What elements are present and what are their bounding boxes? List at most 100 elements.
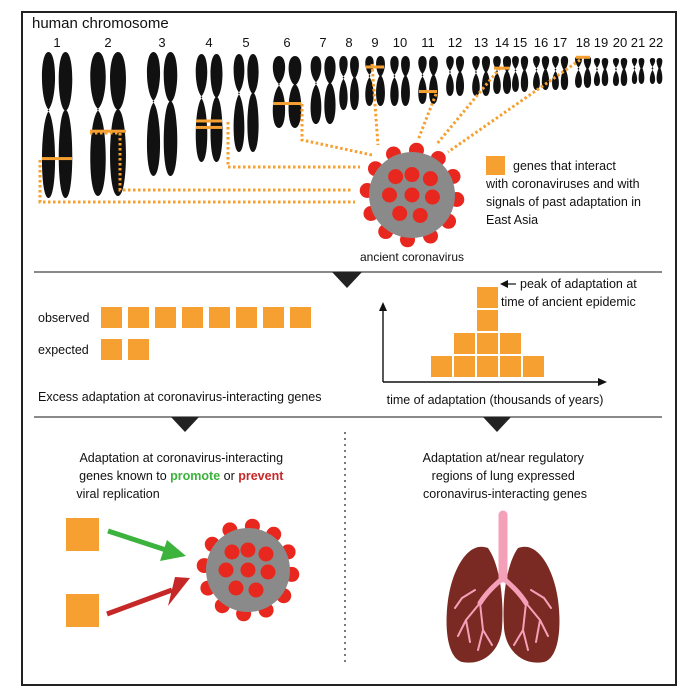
chromosome-number-20: 20 bbox=[613, 35, 627, 50]
expected-squares bbox=[101, 339, 149, 360]
prevent-gene-square bbox=[66, 594, 99, 627]
chromosome-number-1: 1 bbox=[53, 35, 60, 50]
chromosome-number-12: 12 bbox=[448, 35, 462, 50]
promote-arrowhead bbox=[160, 540, 186, 561]
gene-band-11 bbox=[419, 90, 437, 94]
chromosome-number-18: 18 bbox=[576, 35, 590, 50]
observed-square bbox=[128, 307, 149, 328]
gene-connector-lines bbox=[38, 58, 581, 204]
peak-arrowhead bbox=[500, 280, 508, 288]
bottom-left-title: Adaptation at coronavirus-interacting ge… bbox=[76, 451, 287, 501]
observed-square bbox=[155, 307, 176, 328]
observed-square bbox=[101, 307, 122, 328]
chromosome-number-3: 3 bbox=[158, 35, 165, 50]
hist-y-arrowhead bbox=[379, 302, 387, 311]
chromosome-number-7: 7 bbox=[319, 35, 326, 50]
chromosome-number-13: 13 bbox=[474, 35, 488, 50]
peak-line-2: time of ancient epidemic bbox=[501, 295, 636, 309]
chromosome-16 bbox=[533, 56, 550, 90]
coronavirus-bottom bbox=[196, 518, 300, 622]
ancient-coronavirus bbox=[359, 142, 465, 248]
gene-band-14 bbox=[494, 66, 510, 70]
lungs-illustration bbox=[446, 510, 560, 663]
promote-gene-square bbox=[66, 518, 99, 551]
connector-1 bbox=[38, 160, 355, 204]
prevent-arrow-line bbox=[106, 587, 173, 617]
chromosome-5 bbox=[233, 54, 259, 152]
observed-square bbox=[209, 307, 230, 328]
virus-dot bbox=[260, 564, 276, 580]
gene-band-2 bbox=[90, 129, 126, 133]
chromosome-20 bbox=[612, 58, 628, 86]
chromosome-4 bbox=[195, 54, 223, 162]
histogram-box bbox=[454, 333, 475, 354]
histogram-box bbox=[477, 310, 498, 331]
chromosome-number-6: 6 bbox=[283, 35, 290, 50]
connector-4 bbox=[300, 104, 373, 157]
histogram-box bbox=[477, 356, 498, 377]
virus-dot bbox=[224, 544, 240, 560]
prevent-arrowhead bbox=[168, 577, 190, 606]
virus-dot bbox=[424, 189, 440, 205]
virus-dot bbox=[412, 207, 428, 223]
br-line-2: regions of lung expressed bbox=[432, 469, 575, 483]
bl-line-3: viral replication bbox=[76, 487, 159, 501]
chromosome-number-17: 17 bbox=[553, 35, 567, 50]
top-title: human chromosome bbox=[32, 15, 169, 32]
or-word: or bbox=[220, 469, 238, 483]
chromosome-number-5: 5 bbox=[242, 35, 249, 50]
adaptation-histogram bbox=[431, 287, 544, 377]
peak-annotation: peak of adaptation at time of ancient ep… bbox=[501, 277, 640, 309]
chromosome-13 bbox=[472, 56, 491, 96]
histogram-box bbox=[454, 356, 475, 377]
chromosome-17 bbox=[552, 56, 569, 90]
virus-dot bbox=[258, 546, 274, 562]
connector-6 bbox=[416, 93, 438, 141]
bottom-right-title: Adaptation at/near regulatory regions of… bbox=[423, 451, 588, 501]
connector-8 bbox=[447, 58, 581, 154]
virus-dot bbox=[218, 562, 234, 578]
observed-square bbox=[263, 307, 284, 328]
excess-caption: Excess adaptation at coronavirus-interac… bbox=[38, 390, 322, 404]
chromosome-14 bbox=[493, 56, 512, 94]
connector-3 bbox=[226, 122, 360, 169]
chromosome-7 bbox=[310, 56, 336, 124]
legend-line-4: East Asia bbox=[486, 213, 538, 227]
legend-line-2: with coronaviruses and with bbox=[485, 177, 640, 191]
legend-text: genes that interact with coronaviruses a… bbox=[485, 159, 644, 227]
prevent-word: prevent bbox=[238, 469, 284, 483]
airway-tree bbox=[454, 510, 552, 651]
virus-label: ancient coronavirus bbox=[360, 250, 464, 264]
chromosome-number-14: 14 bbox=[495, 35, 509, 50]
virus-dot bbox=[248, 582, 264, 598]
virus-dot bbox=[240, 562, 256, 578]
legend-line-3: signals of past adaptation in bbox=[486, 195, 641, 209]
chromosome-number-10: 10 bbox=[393, 35, 407, 50]
legend-orange-square bbox=[486, 156, 505, 175]
histogram-box bbox=[500, 356, 521, 377]
gene-band-4-b bbox=[196, 125, 222, 129]
virus-dot bbox=[404, 187, 420, 203]
chromosome-number-9: 9 bbox=[371, 35, 378, 50]
left-bronchus bbox=[477, 575, 506, 606]
connector-5 bbox=[370, 63, 380, 146]
virus-dot bbox=[388, 169, 404, 185]
chromosome-number-15: 15 bbox=[513, 35, 527, 50]
chromosome-10 bbox=[390, 56, 410, 106]
chromosome-number-19: 19 bbox=[594, 35, 608, 50]
gene-band-4 bbox=[196, 119, 222, 123]
expected-square bbox=[101, 339, 122, 360]
chromosome-18 bbox=[575, 55, 592, 88]
chromosome-15 bbox=[512, 56, 529, 92]
chromosome-2 bbox=[90, 52, 126, 196]
connector-7 bbox=[434, 67, 502, 146]
histogram-box bbox=[477, 287, 498, 308]
chromosome-22 bbox=[649, 58, 663, 84]
chromosome-number-16: 16 bbox=[534, 35, 548, 50]
observed-square bbox=[290, 307, 311, 328]
right-bronchus bbox=[500, 575, 529, 606]
observed-square bbox=[182, 307, 203, 328]
chromosome-6 bbox=[272, 56, 302, 128]
chromosome-11 bbox=[418, 56, 438, 104]
